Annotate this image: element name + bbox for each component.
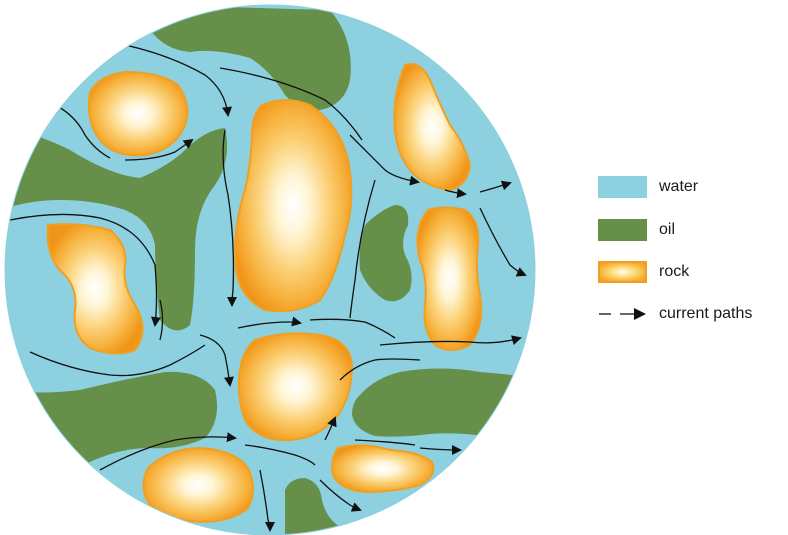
current-path xyxy=(219,67,363,141)
rock-grain-1 xyxy=(87,70,189,157)
current-path xyxy=(349,134,420,186)
legend-item-water: water xyxy=(598,175,698,199)
rock-grain-4 xyxy=(46,223,144,355)
current-path xyxy=(124,44,233,117)
current-path xyxy=(444,188,467,199)
oil-left-upper xyxy=(5,125,227,331)
oil-swatch xyxy=(598,219,647,241)
current-path-arrow-icon xyxy=(599,308,646,320)
current-path xyxy=(339,358,421,381)
legend-label-water: water xyxy=(659,178,699,195)
legend-label-oil: oil xyxy=(659,221,676,238)
current-path xyxy=(244,444,316,466)
current-path xyxy=(419,444,462,455)
rock-grain-3 xyxy=(393,63,472,192)
current-path xyxy=(159,299,164,341)
legend-item-current-paths: current paths xyxy=(598,302,752,326)
current-path xyxy=(479,207,527,277)
rock-grain-7 xyxy=(142,446,254,524)
current-path xyxy=(237,316,302,329)
legend-item-oil: oil xyxy=(598,218,675,242)
legend-label-current-paths: current paths xyxy=(659,305,753,322)
current-path xyxy=(479,180,512,193)
rock-grain-6 xyxy=(237,332,354,442)
legend-item-rock: rock xyxy=(598,260,689,284)
current-path xyxy=(124,138,194,161)
current-path xyxy=(54,104,111,159)
rock-grain-5 xyxy=(416,206,483,351)
oil-bottom-center xyxy=(285,478,345,535)
current-path xyxy=(199,334,234,387)
rock-swatch xyxy=(598,261,647,283)
legend-label-rock: rock xyxy=(659,263,690,280)
rock-grain-2 xyxy=(234,99,353,313)
oil-top-band xyxy=(150,5,351,111)
rock-grains xyxy=(46,63,483,524)
water-swatch xyxy=(598,176,647,198)
current-path xyxy=(99,432,237,471)
current-path xyxy=(324,416,337,441)
current-path xyxy=(349,179,376,319)
current-paths xyxy=(9,44,527,532)
oil-center-right xyxy=(359,205,412,302)
current-path xyxy=(379,335,522,346)
current-path xyxy=(9,213,161,327)
current-path xyxy=(222,129,238,307)
reservoir-outline xyxy=(4,4,536,535)
current-path xyxy=(259,469,275,532)
current-path xyxy=(309,318,396,339)
current-path xyxy=(29,344,206,377)
current-path xyxy=(319,479,362,512)
current-path xyxy=(354,439,416,446)
rock-grain-8 xyxy=(331,444,435,494)
